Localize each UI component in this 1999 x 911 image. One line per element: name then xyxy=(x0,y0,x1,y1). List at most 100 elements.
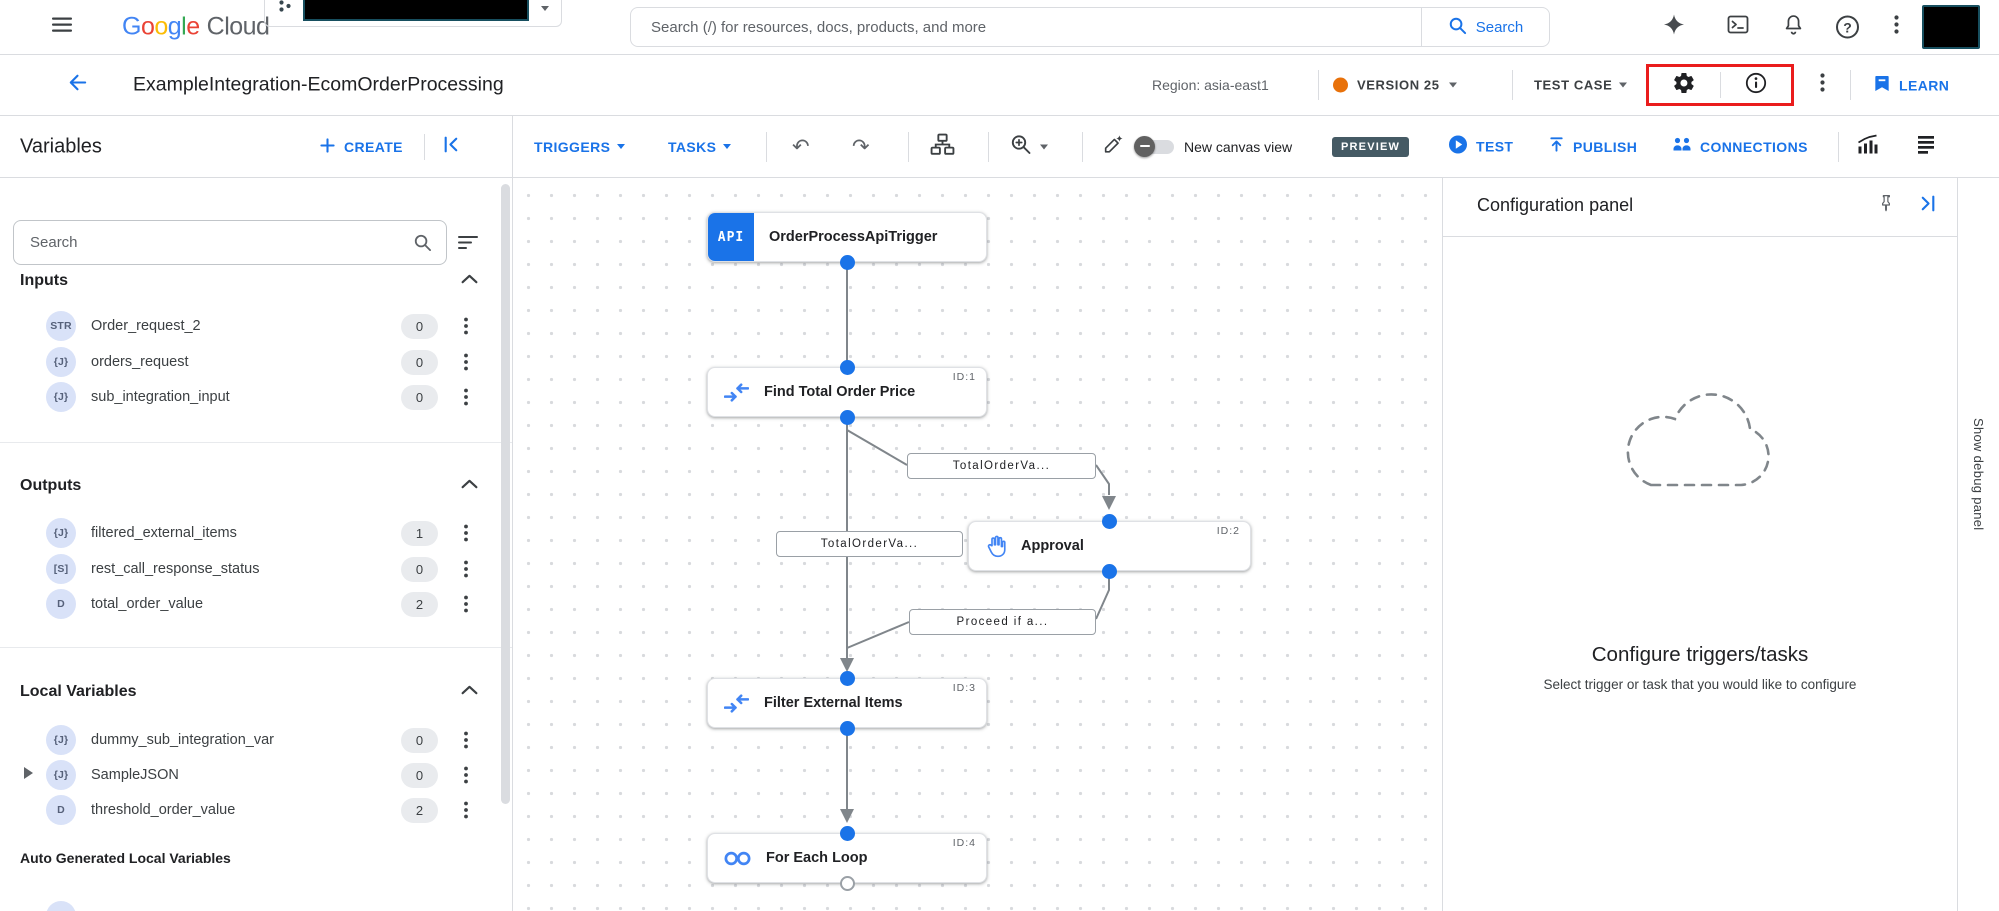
node-approval[interactable]: Approval ID:2 xyxy=(968,521,1251,571)
node-order-process-api-trigger[interactable]: API OrderProcessApiTrigger xyxy=(707,212,987,262)
play-circle-icon xyxy=(1448,134,1468,159)
variable-menu-button[interactable] xyxy=(464,731,468,749)
logo-letter: e xyxy=(186,12,200,41)
version-dropdown[interactable]: VERSION 25 xyxy=(1333,77,1457,93)
account-avatar[interactable] xyxy=(1922,5,1980,49)
auto-layout-button[interactable] xyxy=(930,133,955,161)
connection-point[interactable] xyxy=(839,670,855,686)
variable-menu-button[interactable] xyxy=(464,801,468,819)
triggers-dropdown[interactable]: TRIGGERS xyxy=(534,139,626,155)
more-options-button[interactable] xyxy=(1894,15,1899,39)
variable-menu-button[interactable] xyxy=(464,766,468,784)
approval-hand-icon xyxy=(985,535,1006,558)
tasks-dropdown[interactable]: TASKS xyxy=(668,139,732,155)
variable-type-badge: STR xyxy=(46,311,76,341)
variable-row[interactable]: {J} sub_integration_input 0 xyxy=(0,379,496,415)
variable-row[interactable]: {J} orders_request 0 xyxy=(0,344,496,380)
version-status-dot xyxy=(1333,77,1348,93)
logo-suffix: Cloud xyxy=(206,12,270,41)
undo-button[interactable]: ↶ xyxy=(792,136,810,157)
variable-name: orders_request xyxy=(91,354,189,370)
test-button[interactable]: TEST xyxy=(1448,134,1513,159)
create-variable-button[interactable]: CREATE xyxy=(320,137,403,156)
back-button[interactable] xyxy=(66,71,89,99)
variable-menu-button[interactable] xyxy=(464,524,468,542)
project-name-redacted xyxy=(303,0,529,21)
collapse-section-button[interactable] xyxy=(461,476,478,494)
configuration-panel-header: Configuration panel xyxy=(1443,178,1957,237)
variable-menu-button[interactable] xyxy=(464,595,468,613)
variables-search-input[interactable] xyxy=(14,234,413,251)
show-debug-panel-button[interactable]: Show debug panel xyxy=(1971,418,1986,531)
variable-menu-button[interactable] xyxy=(464,560,468,578)
header-more-button[interactable] xyxy=(1820,73,1825,97)
search-button-label: Search xyxy=(1475,18,1524,36)
collapse-section-button[interactable] xyxy=(461,271,478,289)
zoom-dropdown[interactable] xyxy=(1010,133,1048,160)
connections-button[interactable]: CONNECTIONS xyxy=(1672,136,1808,158)
expand-variable-button[interactable] xyxy=(24,766,33,784)
variable-menu-button[interactable] xyxy=(464,317,468,335)
connection-point[interactable] xyxy=(1101,563,1117,579)
section-title: Local Variables xyxy=(20,683,137,700)
chevron-down-icon xyxy=(617,144,626,149)
learn-button[interactable]: LEARN xyxy=(1872,74,1949,97)
node-title: Filter External Items xyxy=(764,695,903,711)
edge-label[interactable]: TotalOrderVa... xyxy=(907,453,1096,479)
logo-letter: g xyxy=(167,12,182,41)
help-button[interactable]: ? xyxy=(1836,15,1859,39)
magic-pen-icon xyxy=(1102,134,1124,159)
logs-button[interactable] xyxy=(1916,135,1936,159)
connection-point[interactable] xyxy=(839,254,855,270)
publish-button[interactable]: PUBLISH xyxy=(1548,136,1637,158)
variable-menu-button[interactable] xyxy=(464,388,468,406)
arrow-back-icon xyxy=(66,74,89,98)
connection-point[interactable] xyxy=(839,720,855,736)
variable-menu-button[interactable] xyxy=(464,353,468,371)
connection-point[interactable] xyxy=(839,359,855,375)
cloud-shell-button[interactable] xyxy=(1726,13,1750,42)
integration-canvas[interactable]: TotalOrderVa... TotalOrderVa... Proceed … xyxy=(513,178,1442,911)
connection-point[interactable] xyxy=(839,409,855,425)
gemini-button[interactable] xyxy=(1662,13,1686,42)
settings-button[interactable] xyxy=(1672,71,1696,100)
sort-variables-button[interactable] xyxy=(458,235,478,255)
redo-button[interactable]: ↷ xyxy=(852,136,870,157)
collapse-variables-panel-button[interactable] xyxy=(442,135,461,159)
info-button[interactable] xyxy=(1744,71,1768,100)
variable-row[interactable]: D total_order_value 2 xyxy=(0,586,496,622)
connection-point[interactable] xyxy=(1101,513,1117,529)
variable-row[interactable]: {J} dummy_sub_integration_var 0 xyxy=(0,722,496,758)
variable-row[interactable]: D threshold_order_value 2 xyxy=(0,792,496,828)
new-canvas-label: New canvas view xyxy=(1184,138,1293,155)
metrics-button[interactable] xyxy=(1856,134,1879,159)
ai-assist-button[interactable] xyxy=(1102,133,1124,160)
connection-point-open[interactable] xyxy=(839,875,855,891)
variable-row[interactable]: {J} SampleJSON 0 xyxy=(0,757,496,793)
sidebar-scrollbar[interactable] xyxy=(501,184,510,804)
edge-label[interactable]: TotalOrderVa... xyxy=(776,531,963,557)
edge-label[interactable]: Proceed if a... xyxy=(909,609,1096,635)
divider xyxy=(908,131,909,162)
search-button[interactable]: Search xyxy=(1421,8,1549,46)
hamburger-menu-button[interactable] xyxy=(52,17,72,38)
divider xyxy=(1838,131,1839,162)
project-selector[interactable] xyxy=(264,0,562,27)
node-filter-external-items[interactable]: Filter External Items ID:3 xyxy=(707,678,987,728)
variable-row[interactable]: STR Order_request_2 0 xyxy=(0,308,496,344)
collapse-section-button[interactable] xyxy=(461,682,478,700)
variable-row[interactable]: {J} filtered_external_items 1 xyxy=(0,515,496,551)
variable-type-badge: D xyxy=(46,589,76,619)
pin-panel-button[interactable] xyxy=(1877,194,1895,218)
data-mapping-icon xyxy=(724,382,749,402)
notifications-button[interactable] xyxy=(1782,13,1805,42)
editor-toolbar: Variables CREATE TRIGGERS TASKS ↶ ↷ New … xyxy=(0,115,1999,178)
config-empty-subheading: Select trigger or task that you would li… xyxy=(1543,677,1857,692)
vertical-dots-icon xyxy=(1820,73,1825,96)
test-case-dropdown[interactable]: TEST CASE xyxy=(1534,78,1628,93)
collapse-config-panel-button[interactable] xyxy=(1918,194,1937,218)
connection-point[interactable] xyxy=(839,825,855,841)
global-search-input[interactable] xyxy=(631,8,1421,46)
new-canvas-toggle[interactable] xyxy=(1134,135,1174,157)
variable-row[interactable]: [S] rest_call_response_status 0 xyxy=(0,551,496,587)
